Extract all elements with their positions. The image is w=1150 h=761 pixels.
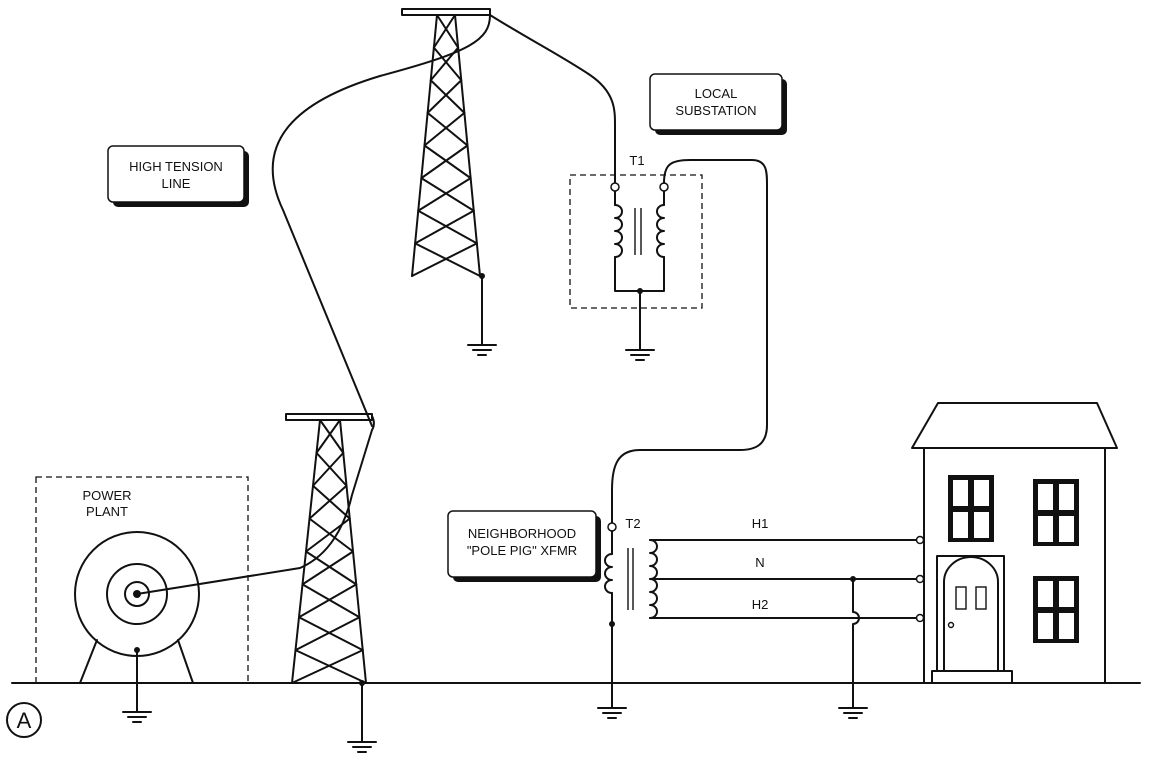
upper-transmission-tower <box>401 8 497 356</box>
n-house-terminal <box>915 574 925 584</box>
power-plant-label-line1: POWER <box>82 488 131 503</box>
ground-symbol-icon <box>597 707 627 719</box>
t1-secondary-coil <box>656 204 665 258</box>
figure-letter: A <box>17 708 32 733</box>
ground-symbol-icon <box>122 711 152 723</box>
local-substation-label-box: LOCAL SUBSTATION <box>649 73 787 135</box>
high-tension-label-line2: LINE <box>162 176 191 191</box>
plant-to-tower-line <box>136 415 375 595</box>
power-plant: POWER PLANT <box>35 476 249 723</box>
generator-rotor-inner <box>124 581 150 607</box>
upper-tower-ground-junction <box>479 273 485 279</box>
n-label: N <box>755 555 764 570</box>
tower-brace <box>291 649 364 684</box>
local-substation: LOCAL SUBSTATION T1 <box>569 73 787 361</box>
tower-brace <box>298 616 364 652</box>
lower-tower-crossarm <box>285 413 373 421</box>
local-substation-label-line1: LOCAL <box>695 86 738 101</box>
tower-brace <box>308 517 354 553</box>
upper-tower-lattice <box>411 14 481 277</box>
tower-brace <box>417 177 472 212</box>
lower-tower-lattice <box>291 419 367 684</box>
ground-symbol-icon <box>625 349 655 361</box>
power-plant-boundary <box>35 476 249 684</box>
t1-primary-coil <box>614 204 623 258</box>
upper-tower-crossarm <box>401 8 491 16</box>
figure-letter-circle <box>6 702 42 738</box>
t1-secondary-terminal <box>659 182 669 192</box>
service-drop: H1 N H2 <box>649 516 925 719</box>
tower-brace <box>315 419 341 454</box>
tower-brace <box>417 209 478 245</box>
t1-label: T1 <box>629 153 644 168</box>
tower-brace <box>312 484 351 520</box>
ground-symbol-icon <box>467 344 497 356</box>
generator-rotor-outer <box>106 563 168 625</box>
t2-primary-junction <box>609 621 615 627</box>
house-window-lower-right <box>1033 576 1079 643</box>
tower-brace <box>414 209 475 245</box>
tower-brace <box>432 46 463 82</box>
tower-brace <box>426 79 463 114</box>
h2-label: H2 <box>752 597 769 612</box>
tower-brace <box>414 242 481 277</box>
house-window-upper-left <box>948 475 994 542</box>
neighborhood-label-line1: NEIGHBORHOOD <box>468 526 576 541</box>
tower-brace <box>301 550 354 586</box>
tower-brace <box>308 484 348 520</box>
tower-brace <box>436 14 460 49</box>
house-window-upper-right <box>1033 479 1079 546</box>
tower-brace <box>426 111 469 147</box>
house-walls <box>923 447 1106 684</box>
house-roof <box>911 402 1118 449</box>
tower-brace <box>420 144 469 180</box>
tower-brace <box>423 144 472 180</box>
neighborhood-label-line2: "POLE PIG" XFMR <box>467 543 577 558</box>
t2-primary-coil <box>604 553 613 594</box>
ground-symbol-icon <box>347 741 377 753</box>
tower-brace <box>301 583 361 619</box>
tower-brace <box>411 242 478 277</box>
house <box>911 402 1118 684</box>
tower-brace <box>294 616 361 652</box>
tower-brace <box>429 79 466 114</box>
high-tension-label-box: HIGH TENSION LINE <box>107 145 249 207</box>
neighborhood-label-box: NEIGHBORHOOD "POLE PIG" XFMR <box>447 510 601 582</box>
lower-transmission-tower <box>285 413 377 753</box>
ground-symbol-icon <box>838 707 868 719</box>
neutral-ground-wire <box>852 578 860 709</box>
pole-pig-transformer: NEIGHBORHOOD "POLE PIG" XFMR T2 <box>447 510 658 719</box>
power-plant-label-line2: PLANT <box>86 504 128 519</box>
tower-brace <box>315 451 348 487</box>
tower-brace <box>319 419 345 454</box>
house-doorstep <box>931 670 1013 684</box>
tower-brace <box>305 550 358 586</box>
t2-primary-terminal <box>607 522 617 532</box>
generator-base <box>79 639 194 684</box>
tower-brace <box>432 14 456 49</box>
distribution-line <box>611 159 768 524</box>
h1-house-terminal <box>915 535 925 545</box>
house-front-door <box>936 555 1005 672</box>
t1-primary-terminal <box>610 182 620 192</box>
high-tension-label-line1: HIGH TENSION <box>129 159 223 174</box>
tower-brace <box>423 111 466 147</box>
local-substation-label-line2: SUBSTATION <box>675 103 756 118</box>
tower-brace <box>294 649 367 684</box>
tower-brace <box>420 177 475 212</box>
substation-boundary <box>569 174 703 309</box>
h2-house-terminal <box>915 613 925 623</box>
high-tension-line <box>271 14 491 427</box>
tower-brace <box>298 583 358 619</box>
t2-label: T2 <box>625 516 640 531</box>
tower-brace <box>312 451 345 487</box>
h1-label: H1 <box>752 516 769 531</box>
tower-to-substation-line <box>489 14 616 191</box>
figure-letter-badge: A <box>6 702 42 738</box>
t1-common-return <box>614 256 665 292</box>
